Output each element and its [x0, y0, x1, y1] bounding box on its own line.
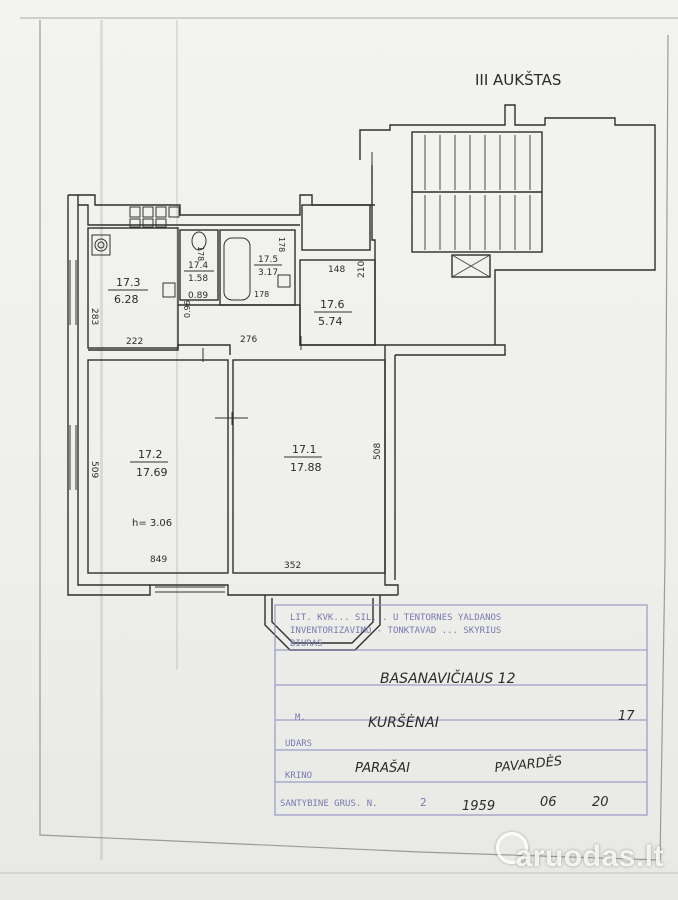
room-area-17-2: 17.69 [136, 466, 168, 479]
stair-treads [424, 135, 531, 278]
dim-178: 178 [254, 290, 269, 299]
room-id-17-6: 17.6 [320, 298, 345, 311]
room-area-17-3: 6.28 [114, 293, 139, 306]
date-year: 1959 [462, 799, 495, 814]
surnames-text: PAVARDĖS [494, 753, 563, 776]
paper-fold [176, 20, 178, 670]
walls [67, 104, 656, 651]
dim-352: 352 [284, 561, 301, 571]
dim-283: 283 [89, 308, 99, 325]
stamp-row-number: 2 [420, 796, 427, 809]
dim-508: 508 [373, 443, 383, 460]
dim-148: 148 [328, 265, 345, 275]
dim-096: 0.96 [183, 300, 192, 318]
watermark-logo-icon [496, 832, 528, 864]
room-id-17-5: 17.5 [258, 255, 278, 265]
room-area-17-4: 1.58 [188, 274, 208, 284]
signatures-text: PARAŠAI [355, 760, 410, 776]
dim-849: 849 [150, 555, 167, 565]
paper-fold [0, 872, 678, 874]
room-id-17-2: 17.2 [138, 448, 163, 461]
dim-509: 509 [89, 461, 99, 478]
room-id-17-1: 17.1 [292, 443, 317, 456]
stamp-line2: INVENTORIZAVIMO - TONKTAVAD ... SKYRIUS [290, 626, 501, 636]
dim-178: 178 [277, 237, 286, 252]
dim-210: 210 [357, 261, 367, 278]
door-marks [202, 152, 373, 425]
paper-fold [100, 20, 103, 860]
dim-222: 222 [126, 337, 143, 347]
stamp-line1: LIT. KVK... SIL... U TENTORNES YALDANOS [290, 613, 501, 623]
dim-178: 178 [196, 246, 205, 261]
sanitary-fixtures [191, 231, 291, 301]
sheet-border [39, 20, 669, 861]
city-text: KURŠĖNAI [368, 713, 439, 731]
stamp-row-date-label: SANTYBINE GRUS. N. [280, 799, 378, 809]
date-day: 20 [592, 795, 609, 810]
room-id-17-4: 17.4 [188, 261, 208, 271]
date-month: 06 [540, 795, 557, 810]
room-id-17-3: 17.3 [116, 276, 141, 289]
room-area-17-5: 3.17 [258, 268, 278, 278]
ceiling-height: h= 3.06 [132, 518, 172, 529]
watermark: aruodas.lt [515, 840, 664, 873]
address-text: BASANAVIČIAUS 12 [380, 669, 516, 687]
stamp-row-krino: KRINO [285, 771, 312, 781]
apartment-number: 17 [618, 709, 635, 724]
dim-089: 0.89 [188, 291, 208, 301]
stamp-line3: BIURAS [290, 639, 323, 649]
dim-276: 276 [240, 335, 257, 345]
stove-grid [91, 206, 180, 298]
room-area-17-6: 5.74 [318, 315, 343, 328]
floor-label: III AUKŠTAS [475, 70, 561, 89]
stamp-row-udars: UDARS [285, 739, 312, 749]
windows [69, 260, 225, 593]
stamp-row-m: M. [295, 713, 306, 723]
room-area-17-1: 17.88 [290, 461, 322, 474]
